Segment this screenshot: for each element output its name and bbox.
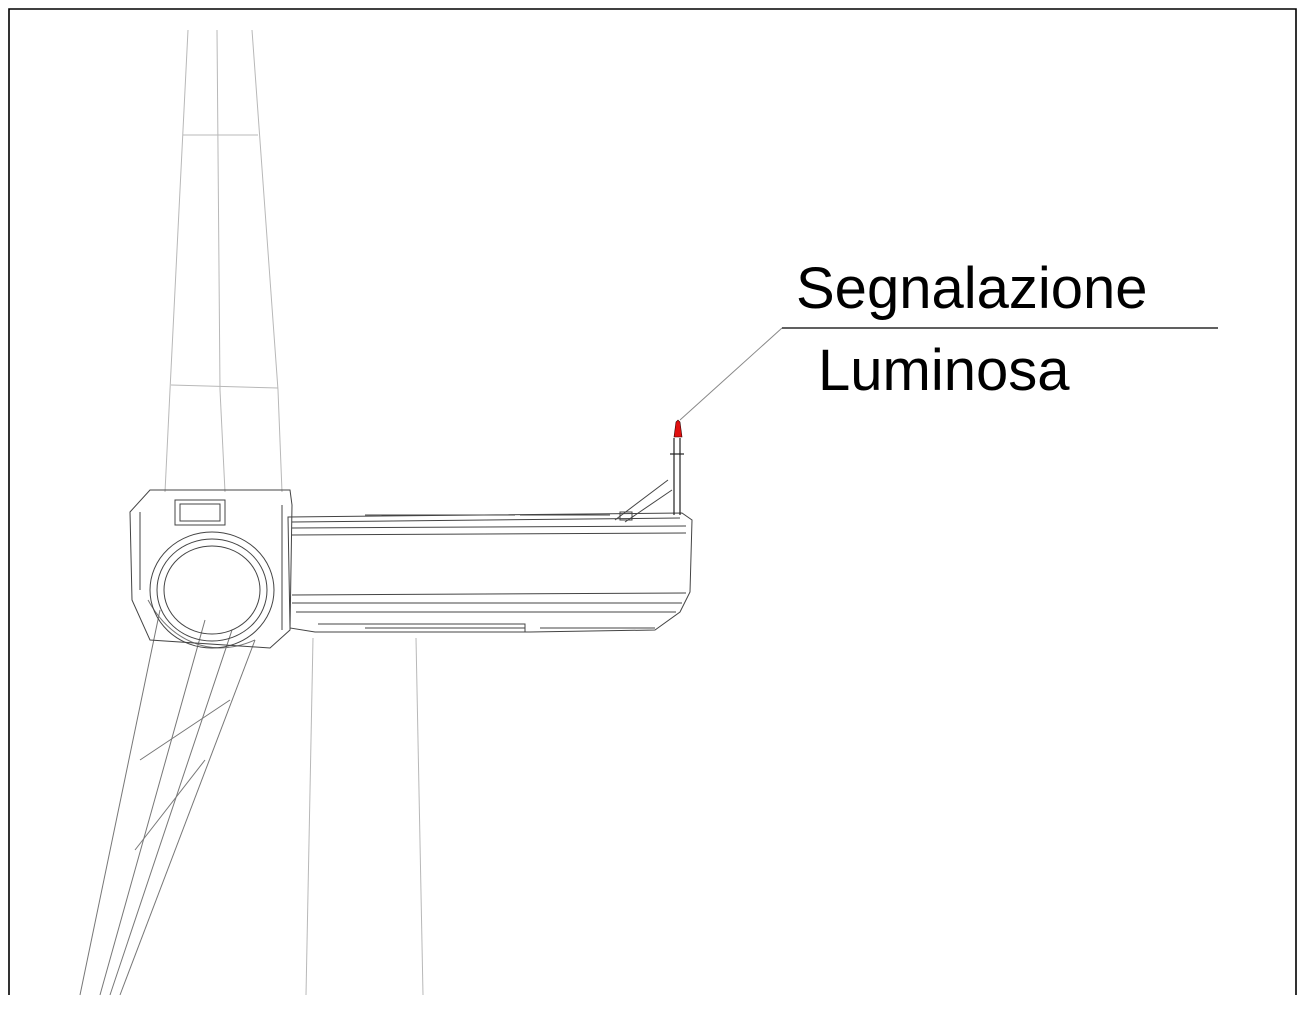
beacon-light-icon [673, 419, 683, 438]
tower [305, 637, 424, 996]
drawing-border [8, 8, 1297, 995]
callout-label-line2: Luminosa [818, 338, 1070, 403]
rotor-hub [129, 489, 293, 649]
nacelle [287, 479, 693, 633]
callout-label-line1: Segnalazione [796, 256, 1148, 321]
callout-leader-line [679, 327, 783, 421]
lower-blade [79, 599, 256, 996]
beacon-mast [670, 438, 684, 515]
upper-blade [164, 29, 283, 493]
